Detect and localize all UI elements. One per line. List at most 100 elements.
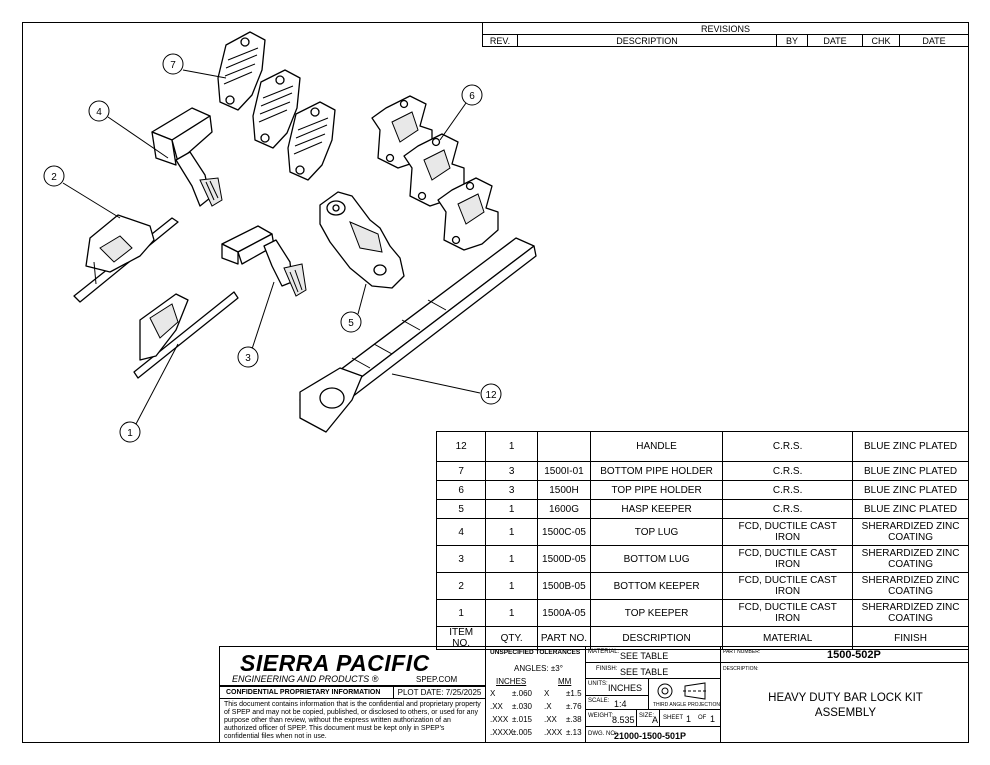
bom-cell-qty: 1 — [485, 599, 538, 627]
tolerances-block: UNSPECIFIED TOLERANCES ANGLES: ±3° INCHE… — [485, 646, 586, 743]
bom-cell-finish: SHERARDIZED ZINC COATING — [852, 572, 969, 600]
part-number-cell: PART NUMBER: 1500-502P — [720, 646, 969, 663]
bom-cell-desc: BOTTOM LUG — [589, 545, 724, 573]
bom-cell-desc: BOTTOM PIPE HOLDER — [589, 461, 724, 481]
bom-cell-finish: BLUE ZINC PLATED — [852, 431, 969, 462]
of-label: OF — [698, 715, 707, 721]
bom-cell-item: 5 — [435, 499, 487, 519]
drawing-number-value: 21000-1500-501P — [614, 731, 687, 741]
callout-7: 7 — [162, 53, 184, 75]
bottom-pipe-holder-part — [217, 31, 336, 181]
tolerance-value: ±.030 — [512, 702, 532, 711]
mm-heading: MM — [558, 677, 572, 686]
units-label: UNITS: — [588, 681, 608, 687]
scale-value: 1:4 — [614, 699, 627, 709]
bom-cell-desc: HASP KEEPER — [589, 499, 724, 519]
bom-cell-qty: 1 — [485, 499, 538, 519]
bom-cell-desc: BOTTOM KEEPER — [589, 572, 724, 600]
bom-cell-qty: 1 — [485, 431, 538, 462]
bom-cell-item: 7 — [435, 461, 487, 481]
confidential-notice: This document contains information that … — [219, 698, 486, 743]
units-value: INCHES — [608, 683, 643, 693]
tolerance-value: ±.13 — [566, 728, 582, 737]
bom-cell-desc: TOP PIPE HOLDER — [589, 480, 724, 500]
description-label: DESCRIPTION: — [723, 666, 759, 672]
rev-header: DATE — [899, 34, 969, 47]
bom-cell-finish: BLUE ZINC PLATED — [852, 499, 969, 519]
bom-cell-item: 2 — [435, 572, 487, 600]
description-cell: DESCRIPTION: HEAVY DUTY BAR LOCK KIT ASS… — [720, 662, 969, 743]
bom-cell-part — [537, 431, 591, 462]
part-number-value: 1500-502P — [827, 649, 881, 661]
bom-cell-finish: SHERARDIZED ZINC COATING — [852, 518, 969, 546]
hasp-keeper-part — [319, 191, 405, 289]
callout-leaders — [62, 69, 481, 425]
size-cell: SIZE: A — [636, 709, 660, 727]
sheet-value: 1 — [686, 714, 692, 724]
tolerance-value: .XX — [544, 715, 557, 724]
material-label: MATERIAL: — [588, 649, 620, 655]
finish-value: SEE TABLE — [620, 667, 669, 677]
material-cell: MATERIAL: SEE TABLE — [585, 646, 721, 663]
svg-text:4: 4 — [96, 107, 102, 118]
third-angle-projection-icon — [657, 682, 707, 700]
top-keeper-part — [133, 291, 239, 379]
rev-header: CHK — [862, 34, 900, 47]
registered-mark: ® — [371, 674, 379, 684]
bom-cell-finish: SHERARDIZED ZINC COATING — [852, 599, 969, 627]
svg-text:7: 7 — [170, 60, 176, 71]
tolerance-value: ±.76 — [566, 702, 582, 711]
finish-label: FINISH: — [596, 666, 618, 672]
top-pipe-holder-part — [371, 95, 499, 251]
bom-cell-material: C.R.S. — [722, 499, 854, 519]
tolerance-value: .XXXX — [490, 728, 514, 737]
callout-2: 2 — [43, 165, 65, 187]
rev-header: BY — [776, 34, 808, 47]
bom-cell-part: 1500H — [537, 480, 591, 500]
part-number-label: PART NUMBER: — [723, 649, 761, 655]
bom-cell-qty: 1 — [485, 545, 538, 573]
tolerance-value: .XXX — [544, 728, 563, 737]
bom-cell-material: FCD, DUCTILE CAST IRON — [722, 545, 854, 573]
bom-cell-item: 12 — [435, 431, 487, 462]
weight-cell: WEIGHT: 8.535 — [585, 709, 637, 727]
svg-text:3: 3 — [245, 353, 251, 364]
bom-cell-qty: 3 — [485, 461, 538, 481]
bom-cell-finish: BLUE ZINC PLATED — [852, 480, 969, 500]
bom-cell-item: 6 — [435, 480, 487, 500]
callout-4: 4 — [88, 100, 110, 122]
rev-header: DATE — [807, 34, 863, 47]
units-cell: UNITS: INCHES — [585, 678, 649, 696]
svg-text:6: 6 — [469, 91, 475, 102]
svg-text:2: 2 — [51, 172, 57, 183]
company-website: SPEP.COM — [416, 675, 458, 684]
bom-cell-desc: TOP KEEPER — [589, 599, 724, 627]
company-name: SIERRA PACIFIC — [240, 650, 430, 676]
bom-cell-part: 1500B-05 — [537, 572, 591, 600]
tolerance-value: X — [490, 689, 496, 698]
callout-6: 6 — [461, 84, 483, 106]
description-line-1: HEAVY DUTY BAR LOCK KIT — [768, 692, 923, 704]
bom-cell-item: 3 — [435, 545, 487, 573]
tolerance-value: .XXX — [490, 715, 509, 724]
company-logo-block: SIERRA PACIFIC ENGINEERING AND PRODUCTS … — [219, 646, 486, 686]
tolerance-value: ±.005 — [512, 728, 532, 737]
bom-cell-part: 1500A-05 — [537, 599, 591, 627]
bom-cell-part: 1500C-05 — [537, 518, 591, 546]
bom-cell-material: C.R.S. — [722, 480, 854, 500]
tolerance-value: .XX — [490, 702, 503, 711]
sheet-cell: SHEET 1 OF 1 — [659, 709, 721, 727]
bom-cell-material: FCD, DUCTILE CAST IRON — [722, 599, 854, 627]
inches-heading: INCHES — [496, 677, 527, 686]
scale-label: SCALE: — [588, 698, 610, 704]
svg-text:5: 5 — [348, 318, 354, 329]
bom-cell-part: 1600G — [537, 499, 591, 519]
tolerance-value: ±.38 — [566, 715, 582, 724]
tolerance-value: ±.015 — [512, 715, 532, 724]
